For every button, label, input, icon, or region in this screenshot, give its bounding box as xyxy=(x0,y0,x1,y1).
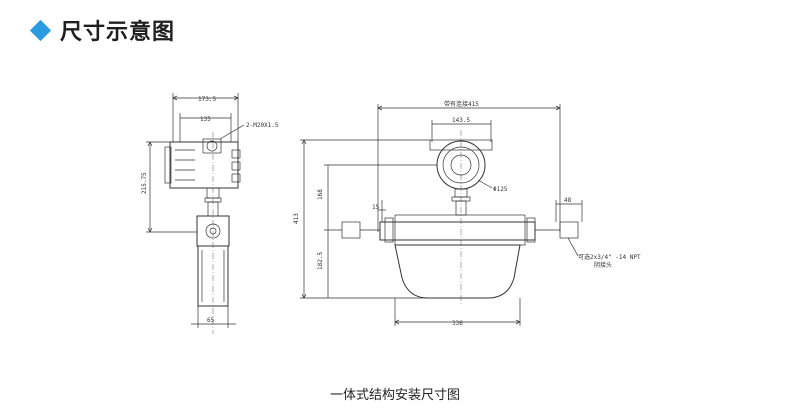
side-bottom-width-label: 65 xyxy=(207,317,215,324)
page-title: 尺寸示意图 xyxy=(60,20,176,45)
front-pipe-gap-label: 15 xyxy=(372,204,380,211)
front-head-diameter-label: Φ125 xyxy=(493,186,508,193)
diagram-caption: 一体式结构安装尺寸图 xyxy=(329,388,460,403)
front-head-width-label: 143.5 xyxy=(452,117,470,124)
connection-note-line1: 可选2x3/4" -14 NPT xyxy=(578,253,641,261)
front-total-height-label: 413 xyxy=(293,213,300,224)
front-flange-width-label: 48 xyxy=(564,197,572,204)
section-header: 尺寸示意图 xyxy=(29,14,176,46)
side-inner-width-label: 135 xyxy=(200,116,211,123)
side-height-label: 215.75 xyxy=(141,172,148,194)
side-thread-label: 2-M20X1.5 xyxy=(246,122,279,129)
side-top-width-label: 173.5 xyxy=(198,96,216,103)
front-lower-height-label: 182.5 xyxy=(317,252,324,270)
front-view xyxy=(300,104,583,326)
connection-note-line2: 阴接头 xyxy=(594,261,612,269)
front-overall-length-label: 带有连接415 xyxy=(444,100,479,108)
front-body-width-label: 336 xyxy=(452,320,463,327)
side-view xyxy=(146,93,245,334)
front-upper-height-label: 168 xyxy=(317,189,324,200)
